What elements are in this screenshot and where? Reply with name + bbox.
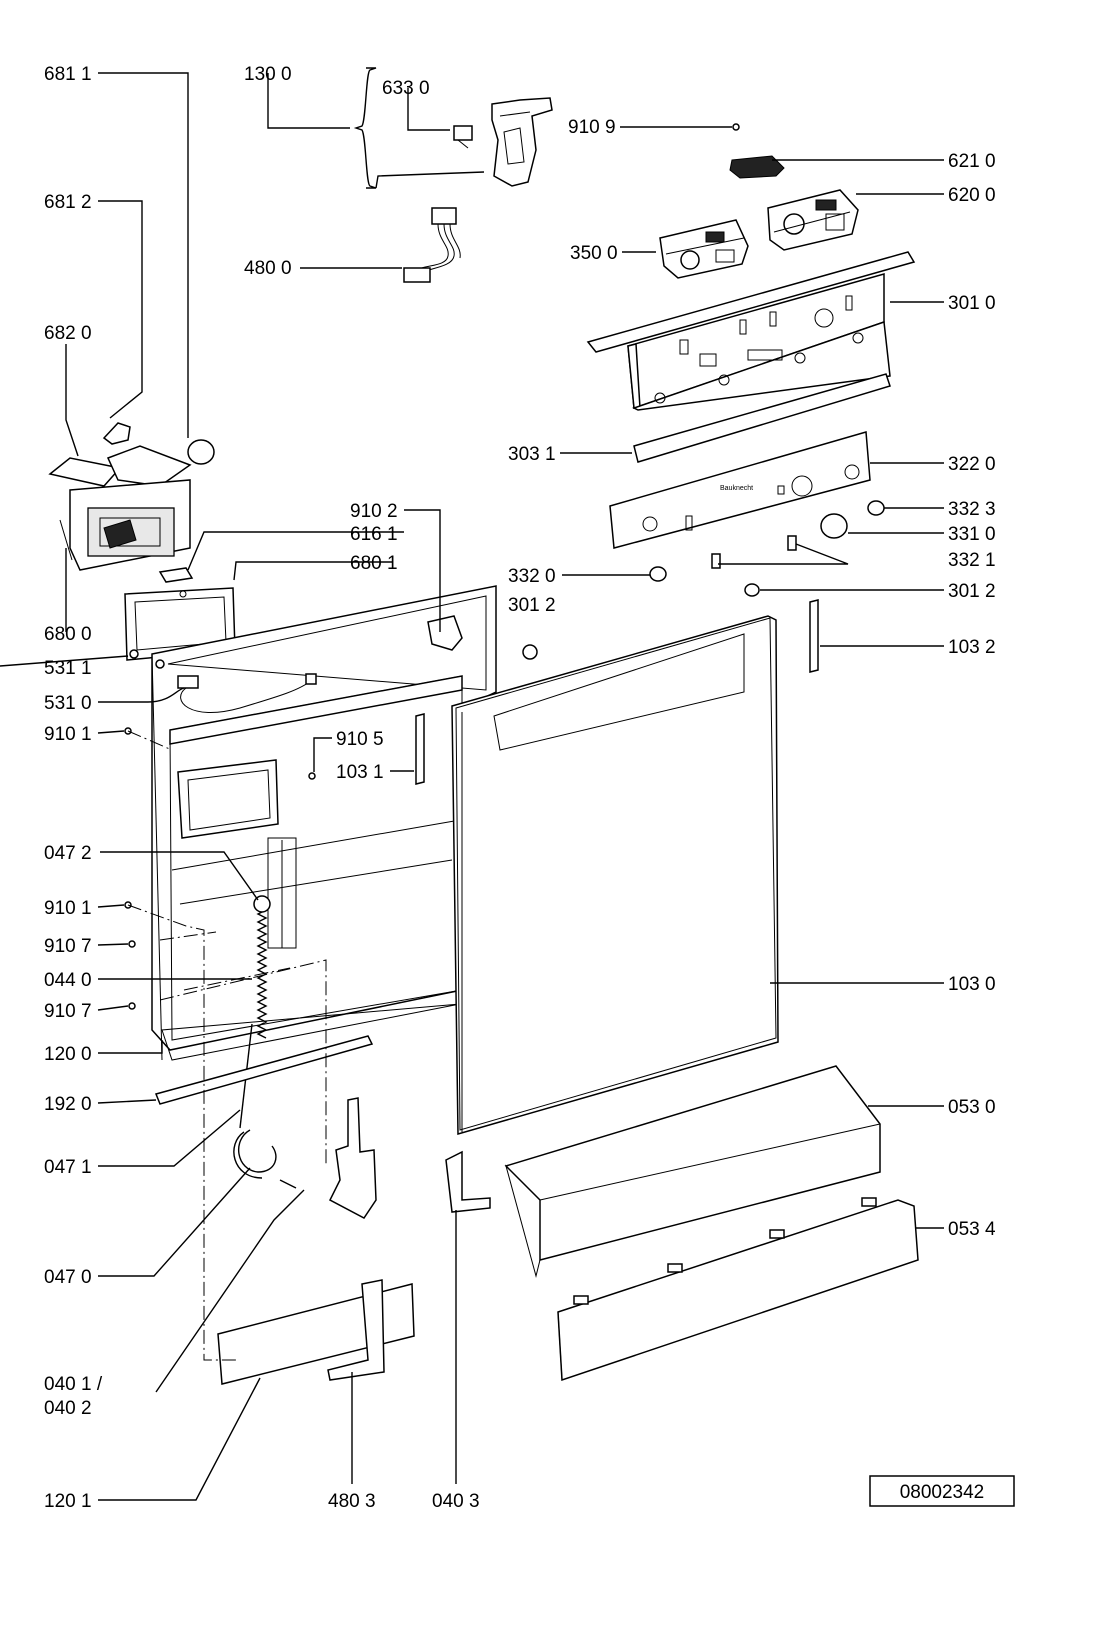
part-303-1-trim [633, 373, 891, 463]
label-910-1a: 910 1 [44, 724, 92, 745]
label-910-2: 910 2 [350, 501, 398, 522]
part-drawings: Bauknecht [48, 97, 919, 1385]
part-130-0-latch [453, 97, 553, 187]
label-616-1: 616 1 [350, 524, 398, 545]
part-053-4-plinth-cover [557, 1197, 919, 1382]
label-681-1: 681 1 [44, 64, 92, 85]
screw-icon-910-7a [128, 940, 136, 948]
part-910-2-bracket [427, 615, 463, 651]
part-inner-window [177, 759, 279, 839]
label-301-2b: 301 2 [508, 595, 556, 616]
part-044-0-spring [256, 905, 268, 1039]
label-040-2: 040 2 [44, 1398, 92, 1419]
label-621-0: 621 0 [948, 151, 996, 172]
screw-icon-910-7b [128, 1002, 136, 1010]
part-332-1-button-b [711, 553, 721, 569]
label-531-0: 531 0 [44, 693, 92, 714]
label-910-7a: 910 7 [44, 936, 92, 957]
part-labels: 681 1 130 0 633 0 910 9 621 0 681 2 620 … [44, 64, 996, 1512]
part-331-0-knob [820, 513, 848, 539]
part-910-9-screw [732, 123, 740, 131]
part-301-0-panel-frame [586, 251, 916, 411]
label-053-0: 053 0 [948, 1097, 996, 1118]
leader-lines [0, 67, 944, 1501]
label-047-2: 047 2 [44, 843, 92, 864]
label-047-1: 047 1 [44, 1157, 92, 1178]
drawing-number: 08002342 [900, 1482, 985, 1503]
label-331-0: 331 0 [948, 524, 996, 545]
label-047-0: 047 0 [44, 1267, 92, 1288]
drawing-number-box: 08002342 [869, 1475, 1015, 1507]
label-910-5: 910 5 [336, 729, 384, 750]
label-332-3: 332 3 [948, 499, 996, 520]
label-682-0: 682 0 [44, 323, 92, 344]
label-044-0: 044 0 [44, 970, 92, 991]
label-192-0: 192 0 [44, 1094, 92, 1115]
part-680-0-dispenser [48, 445, 192, 571]
part-103-0-outer-door [451, 615, 779, 1135]
part-681-2-clip [102, 422, 131, 445]
part-040-3-bracket [445, 1150, 491, 1213]
part-332-0-knob [649, 566, 667, 582]
label-120-1: 120 1 [44, 1491, 92, 1512]
label-531-1: 531 1 [44, 658, 92, 679]
label-303-1: 303 1 [508, 444, 556, 465]
svg-text:Bauknecht: Bauknecht [720, 485, 753, 492]
part-332-3-button [867, 500, 885, 516]
label-040-1: 040 1 / [44, 1374, 103, 1395]
label-480-0: 480 0 [244, 258, 292, 279]
part-531-0-harness [177, 673, 317, 713]
label-910-7b: 910 7 [44, 1001, 92, 1022]
screw-icon-910-1b [124, 901, 132, 909]
screw-icon-531-1 [129, 649, 139, 659]
label-040-3: 040 3 [432, 1491, 480, 1512]
label-053-4: 053 4 [948, 1219, 996, 1240]
part-616-1 [158, 567, 194, 583]
label-681-2: 681 2 [44, 192, 92, 213]
part-103-2-strip [809, 599, 819, 673]
part-681-1-gasket [187, 439, 215, 465]
label-103-0: 103 0 [948, 974, 996, 995]
label-480-3: 480 3 [328, 1491, 376, 1512]
part-480-0-harness [403, 207, 461, 283]
label-120-0: 120 0 [44, 1044, 92, 1065]
part-480-3-bracket [327, 1279, 385, 1381]
part-301-2-bushing-b [522, 644, 538, 660]
part-620-0-module [767, 189, 859, 251]
screw-icon-910-5 [308, 772, 316, 780]
label-332-1: 332 1 [948, 550, 996, 571]
label-332-0: 332 0 [508, 566, 556, 587]
label-910-9: 910 9 [568, 117, 616, 138]
part-621-0-module [729, 155, 785, 179]
label-322-0: 322 0 [948, 454, 996, 475]
part-301-2-bushing-a [744, 583, 760, 597]
label-301-2a: 301 2 [948, 581, 996, 602]
part-hinge-bracket [329, 1097, 377, 1219]
label-620-0: 620 0 [948, 185, 996, 206]
label-910-1b: 910 1 [44, 898, 92, 919]
label-301-0: 301 0 [948, 293, 996, 314]
label-103-2: 103 2 [948, 637, 996, 658]
label-103-1: 103 1 [336, 762, 384, 783]
label-350-0: 350 0 [570, 243, 618, 264]
part-047-hinge-rod [233, 1023, 297, 1189]
part-350-0-module [659, 219, 749, 279]
label-680-0: 680 0 [44, 624, 92, 645]
part-103-1-strip [415, 713, 425, 785]
part-053-0-plinth [504, 1065, 881, 1278]
label-680-1: 680 1 [350, 553, 398, 574]
part-192-0-seal [154, 1035, 374, 1105]
label-130-0: 130 0 [244, 64, 292, 85]
part-332-1-button-a [787, 535, 797, 551]
part-322-0-fascia: Bauknecht [609, 431, 871, 549]
label-633-0: 633 0 [382, 78, 430, 99]
